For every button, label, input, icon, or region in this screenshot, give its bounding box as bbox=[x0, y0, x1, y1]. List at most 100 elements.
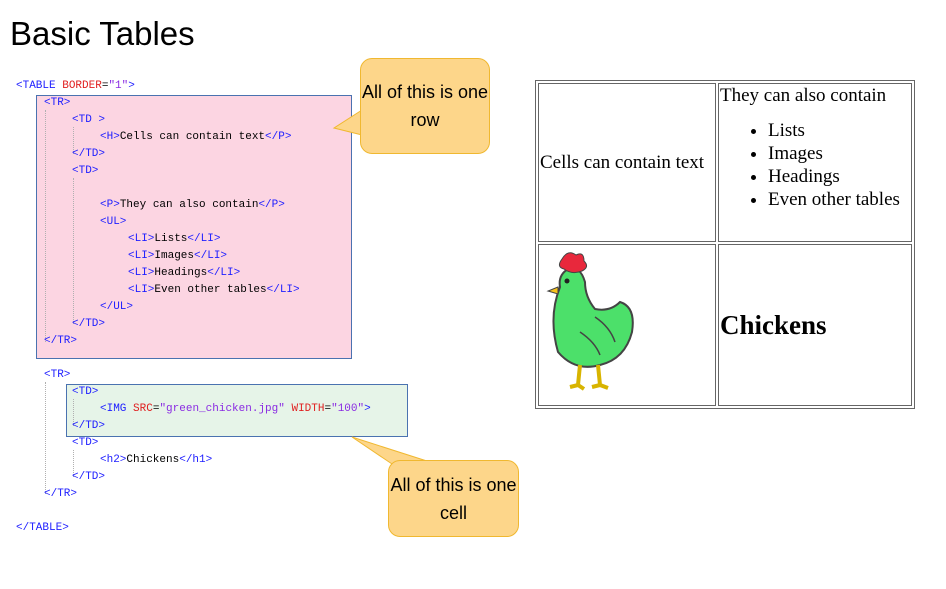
code-token-tag: <TR> bbox=[44, 369, 71, 381]
code-line: <TR> bbox=[44, 367, 70, 384]
code-token-tag: </TD> bbox=[72, 471, 106, 483]
code-token-tag: <LI> bbox=[128, 284, 155, 296]
code-line: <TD > bbox=[72, 112, 105, 129]
code-token-tag: > bbox=[364, 403, 371, 415]
row-highlight-box bbox=[36, 95, 352, 359]
list-item: Images bbox=[768, 142, 910, 165]
code-token-tag: </TD> bbox=[72, 148, 106, 160]
code-line: </UL> bbox=[100, 299, 133, 316]
code-token-tag: > bbox=[128, 80, 135, 92]
list-item: Lists bbox=[768, 119, 910, 142]
list-item: Even other tables bbox=[768, 188, 910, 211]
code-line: </TABLE> bbox=[16, 520, 69, 537]
code-token-attr: WIDTH bbox=[291, 403, 325, 415]
code-line: <TR> bbox=[44, 95, 70, 112]
code-token-tag: <TABLE bbox=[16, 80, 63, 92]
code-token-attr: SRC bbox=[133, 403, 153, 415]
code-token-tag: </LI> bbox=[187, 233, 221, 245]
indent-guide bbox=[73, 450, 74, 477]
code-token-tag: </LI> bbox=[207, 267, 241, 279]
code-token-tag: <LI> bbox=[128, 267, 155, 279]
code-token-tag: <TD> bbox=[72, 165, 99, 177]
code-token-tag: <TD> bbox=[72, 437, 99, 449]
code-line: <h2>Chickens</h1> bbox=[100, 452, 212, 469]
indent-guide bbox=[45, 110, 46, 342]
code-line: <LI>Even other tables</LI> bbox=[128, 282, 300, 299]
code-token-tag: </TD> bbox=[72, 318, 106, 330]
code-token-val: "100" bbox=[331, 403, 365, 415]
code-token-tag: </h1> bbox=[179, 454, 213, 466]
green-chicken-image bbox=[546, 252, 634, 391]
code-token-tag: </LI> bbox=[194, 250, 228, 262]
indent-guide bbox=[73, 178, 74, 324]
code-token-tag: <h2> bbox=[100, 454, 127, 466]
code-token-tag: <LI> bbox=[128, 250, 155, 262]
code-token-txt: Chickens bbox=[126, 454, 180, 466]
cell-text: Cells can contain text bbox=[540, 151, 705, 173]
code-line: <TD> bbox=[72, 163, 98, 180]
table-cell: Cells can contain text bbox=[538, 83, 716, 242]
indent-guide bbox=[73, 399, 74, 426]
code-line: </TD> bbox=[72, 316, 105, 333]
code-token-tag: </UL> bbox=[100, 301, 134, 313]
table-row: Cells can contain text They can also con… bbox=[538, 83, 912, 242]
code-line: <TD> bbox=[72, 384, 98, 401]
indent-guide bbox=[45, 382, 46, 494]
code-token-tag: <UL> bbox=[100, 216, 127, 228]
code-token-txt: = bbox=[101, 80, 109, 92]
code-line: <TD> bbox=[72, 435, 98, 452]
table-cell: Chickens bbox=[718, 244, 912, 406]
code-token-tag: <TR> bbox=[44, 97, 71, 109]
code-token-tag: <H> bbox=[100, 131, 120, 143]
code-line: <IMG SRC="green_chicken.jpg" WIDTH="100"… bbox=[100, 401, 371, 418]
code-token-txt: Headings bbox=[154, 267, 208, 279]
code-line: <TABLE BORDER="1"> bbox=[16, 78, 135, 95]
table-cell bbox=[538, 244, 716, 406]
table-row: Chickens bbox=[538, 244, 912, 406]
list-item: Headings bbox=[768, 165, 910, 188]
code-line: </TD> bbox=[72, 146, 105, 163]
code-token-tag: <TD> bbox=[72, 386, 99, 398]
code-line: <LI>Headings</LI> bbox=[128, 265, 240, 282]
rendered-table: Cells can contain text They can also con… bbox=[535, 80, 915, 409]
code-token-txt: Images bbox=[154, 250, 195, 262]
cell-list: Lists Images Headings Even other tables bbox=[720, 119, 910, 211]
code-token-attr: BORDER bbox=[62, 80, 102, 92]
code-token-txt: Cells can contain text bbox=[119, 131, 266, 143]
code-token-tag: </P> bbox=[258, 199, 285, 211]
table-cell: They can also contain Lists Images Headi… bbox=[718, 83, 912, 242]
callout-one-row: All of this is one row bbox=[360, 58, 490, 154]
cell-heading: Chickens bbox=[720, 309, 827, 340]
code-line: <LI>Images</LI> bbox=[128, 248, 227, 265]
code-line: <UL> bbox=[100, 214, 126, 231]
code-token-txt: They can also contain bbox=[119, 199, 259, 211]
code-token-tag: </TR> bbox=[44, 488, 78, 500]
code-token-tag: <LI> bbox=[128, 233, 155, 245]
code-token-txt: = bbox=[152, 403, 160, 415]
code-token-tag: <P> bbox=[100, 199, 120, 211]
code-token-txt: Even other tables bbox=[154, 284, 267, 296]
code-line: </TR> bbox=[44, 486, 77, 503]
code-token-tag: <TD > bbox=[72, 114, 106, 126]
indent-guide bbox=[73, 127, 74, 154]
code-line: </TD> bbox=[72, 469, 105, 486]
code-token-tag: </TR> bbox=[44, 335, 78, 347]
code-line: </TD> bbox=[72, 418, 105, 435]
page-title: Basic Tables bbox=[10, 15, 195, 52]
callout-one-cell: All of this is one cell bbox=[388, 460, 519, 537]
code-line: <LI>Lists</LI> bbox=[128, 231, 220, 248]
code-token-txt: Lists bbox=[154, 233, 188, 245]
cell-intro: They can also contain bbox=[720, 85, 887, 106]
code-token-tag: </TD> bbox=[72, 420, 106, 432]
code-line: <P>They can also contain</P> bbox=[100, 197, 285, 214]
code-line: </TR> bbox=[44, 333, 77, 350]
code-line: <H>Cells can contain text</P> bbox=[100, 129, 291, 146]
code-token-tag: </P> bbox=[265, 131, 292, 143]
code-token-tag: <IMG bbox=[100, 403, 134, 415]
cell-highlight-box bbox=[66, 384, 408, 437]
code-token-val: "green_chicken.jpg" bbox=[159, 403, 285, 415]
code-token-tag: </TABLE> bbox=[16, 522, 69, 534]
code-token-tag: </LI> bbox=[266, 284, 300, 296]
code-token-val: "1" bbox=[108, 80, 129, 92]
code-token-txt: = bbox=[324, 403, 332, 415]
